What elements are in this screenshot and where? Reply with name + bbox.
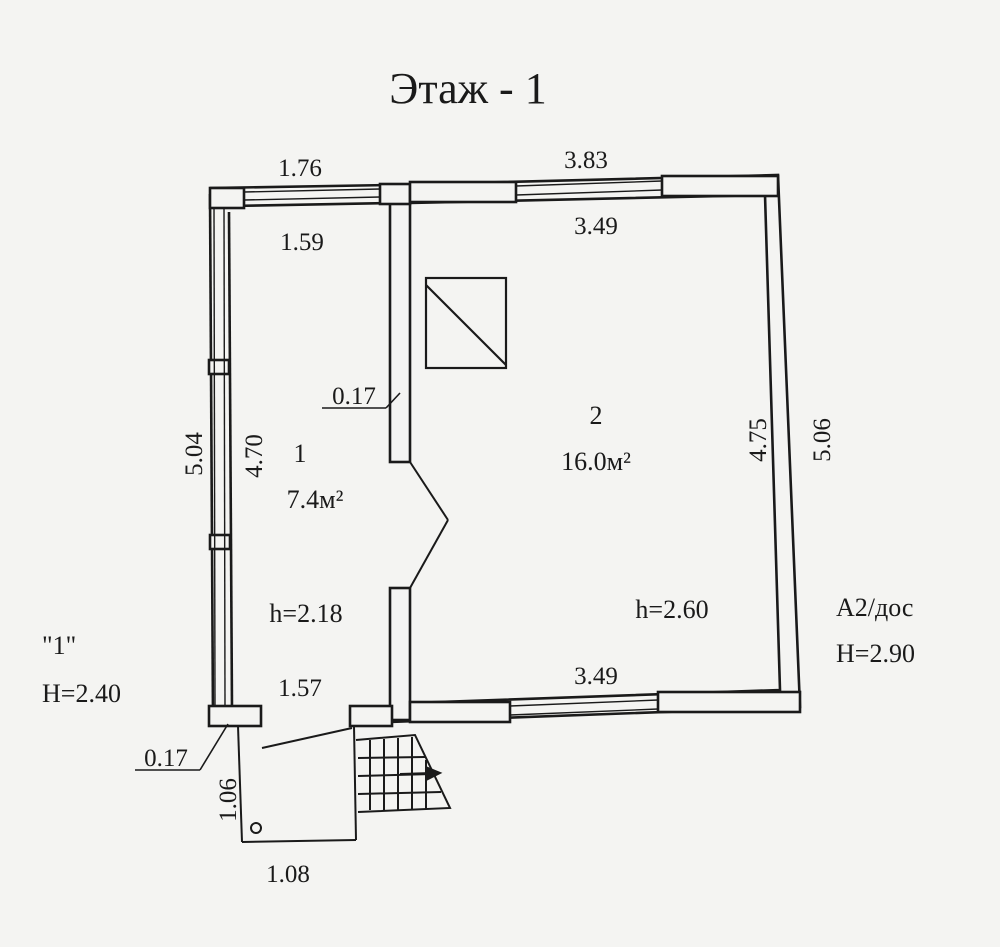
dim-room1-outer-width: 1.76 [278, 155, 322, 182]
main-building-mark: A2/дос [836, 593, 913, 622]
room2-height: h=2.60 [635, 595, 708, 624]
pier-top-2b [660, 174, 780, 198]
dim-room2-inner-width-bottom: 3.49 [574, 663, 618, 690]
windows [213, 180, 663, 716]
porch-post-marker [250, 822, 262, 834]
room2-inner-wall [409, 193, 782, 705]
room1-top-inner-wall [228, 201, 391, 208]
partition-lower [388, 586, 412, 722]
pier-top-2a [408, 180, 518, 204]
door-swing [409, 461, 449, 589]
pier-left-1 [207, 358, 231, 376]
pier-bottom-left [207, 704, 263, 728]
wall-piers [207, 174, 802, 728]
floor-title: Этаж - 1 [389, 64, 546, 113]
dim-room2-outer-length: 5.06 [809, 418, 836, 462]
room1-left-outer-wall [208, 193, 215, 719]
partition-upper [388, 188, 412, 464]
walls [208, 173, 802, 724]
porch [237, 725, 357, 843]
dim-partition-thickness: 0.17 [332, 383, 376, 410]
dim-room1-inner-length: 4.70 [241, 434, 268, 478]
dim-wall-thickness: 0.17 [144, 745, 188, 772]
dim-room2-outer-width: 3.83 [564, 147, 608, 174]
dim-room2-inner-length: 4.75 [745, 418, 772, 462]
dim-room1-inner-width: 1.59 [280, 229, 324, 256]
pier-bottom-2a [408, 700, 512, 724]
pier-left-2 [208, 533, 232, 551]
stove-symbol [424, 276, 508, 370]
pier-top-mid [378, 182, 412, 206]
room2-area: 16.0м² [561, 447, 631, 476]
stairs [355, 733, 452, 813]
annex-height: H=2.40 [42, 679, 121, 708]
pier-top-left [208, 186, 246, 210]
dim-room1-outer-length: 5.04 [181, 432, 208, 476]
dim-porch-length: 1.06 [215, 778, 242, 822]
room1-height: h=2.18 [269, 599, 342, 628]
room1-number: 1 [294, 439, 307, 468]
room1-area: 7.4м² [287, 485, 344, 514]
dim-room2-inner-width-top: 3.49 [574, 213, 618, 240]
room2-number: 2 [590, 401, 603, 430]
pier-bottom-mid [348, 704, 394, 728]
room1-left-inner-wall [227, 211, 234, 711]
leader-lines [135, 392, 401, 771]
room2-outer-wall [389, 173, 802, 724]
main-building-height: H=2.90 [836, 639, 915, 668]
annex-mark: "1" [42, 631, 76, 660]
dim-room1-lower-width: 1.57 [278, 675, 322, 702]
pier-bottom-2b [656, 690, 802, 714]
dim-porch-width: 1.08 [266, 861, 310, 888]
